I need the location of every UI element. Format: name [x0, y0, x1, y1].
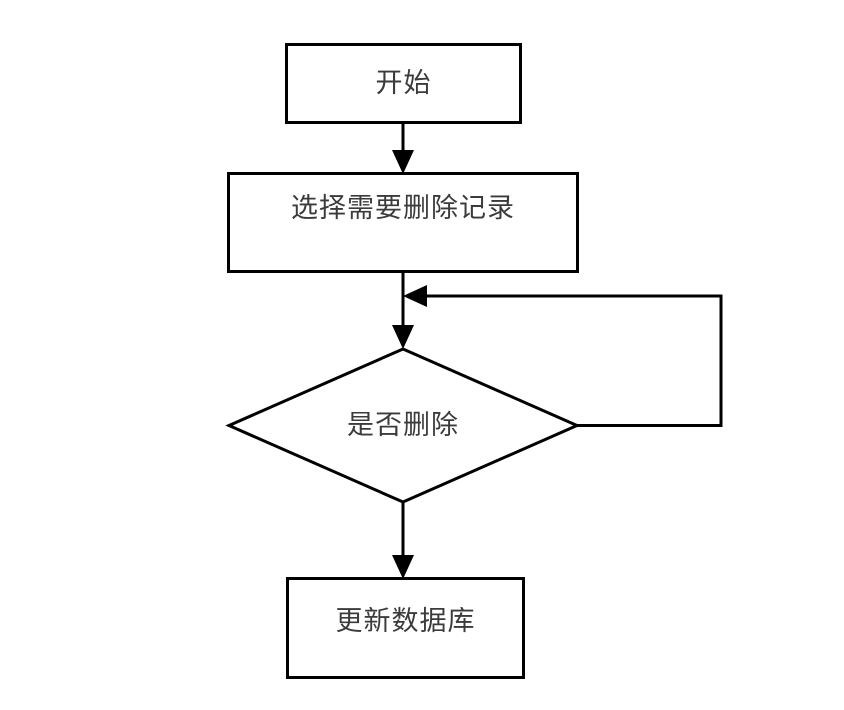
edge-decision-to-update-arrowhead — [392, 555, 414, 579]
edge-select-to-decision-arrowhead — [392, 325, 414, 349]
edge-decision-loop-back-arrowhead — [403, 285, 427, 307]
node-start-shape[interactable] — [285, 43, 522, 124]
node-update-database-shape[interactable] — [286, 577, 525, 679]
edge-start-to-select-arrowhead — [392, 150, 414, 174]
node-select-record-shape[interactable] — [227, 172, 579, 273]
edge-decision-loop-back-line — [415, 294, 723, 427]
node-decision-delete-shape[interactable] — [225, 347, 581, 504]
